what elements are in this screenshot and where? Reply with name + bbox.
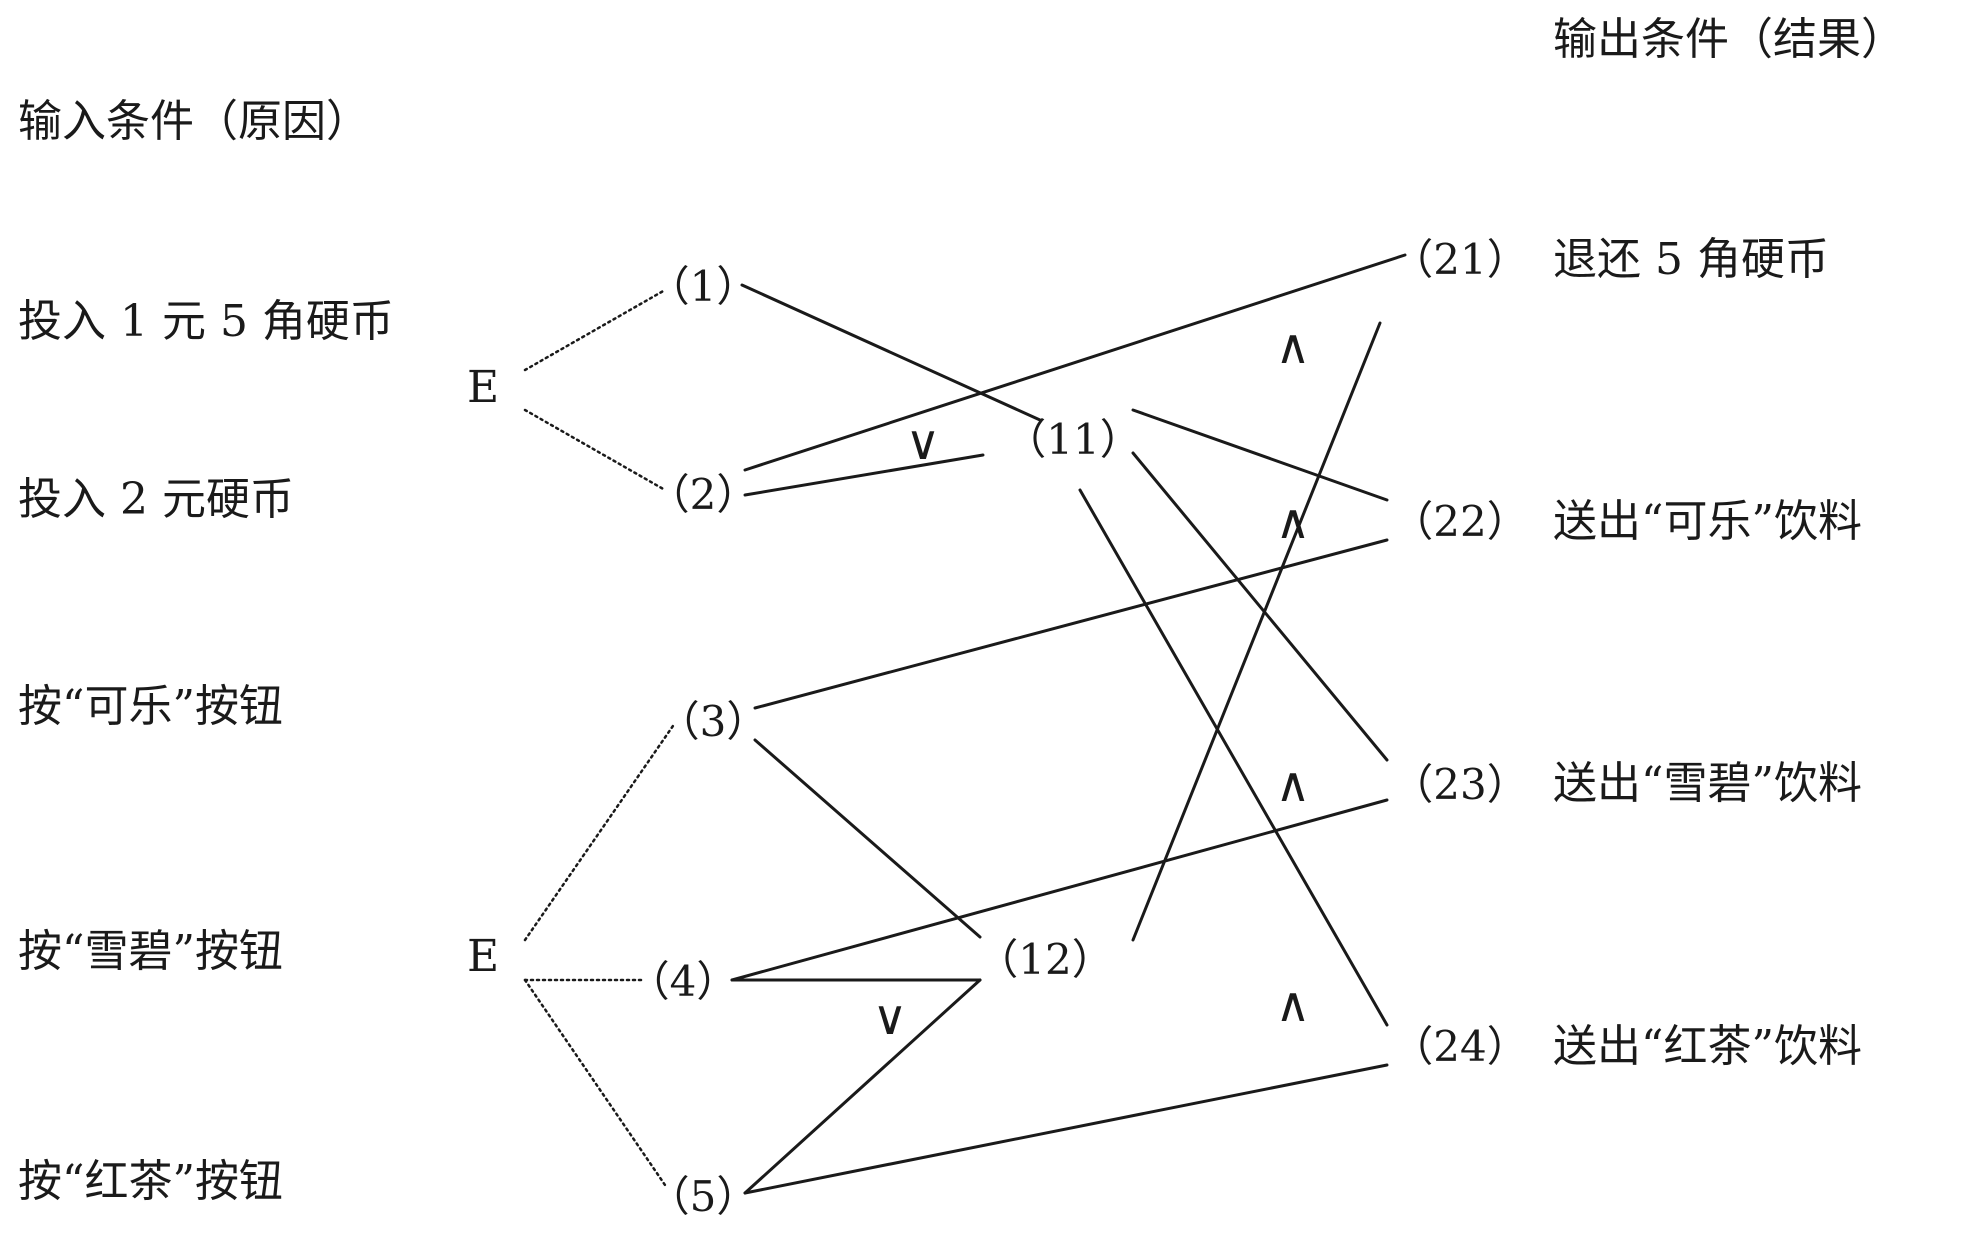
link-n5-n24 xyxy=(743,1063,1389,1195)
constraint-exclusive-2: E xyxy=(466,931,500,982)
and-operator-24: ∧ xyxy=(1275,977,1311,1033)
cause-label-2: 投入 2 元硬币 xyxy=(18,474,294,525)
link-n5-n12 xyxy=(743,978,982,1195)
node-22: （22） xyxy=(1391,497,1529,546)
and-operator-21: ∧ xyxy=(1275,319,1311,375)
link-n3-n12 xyxy=(753,738,982,939)
effect-label-23: 送出“雪碧”饮料 xyxy=(1553,758,1862,809)
link-n3-n22 xyxy=(753,538,1389,710)
link-n12-n21 xyxy=(1131,321,1382,942)
output-conditions-header: 输出条件（结果） xyxy=(1553,14,1905,65)
and-operator-23: ∧ xyxy=(1275,757,1311,813)
node-1: （1） xyxy=(647,262,759,311)
or-operator-top: ∨ xyxy=(905,415,941,471)
link-n4-n23 xyxy=(730,798,1389,982)
constraint-line-e1-n2 xyxy=(523,408,667,492)
node-12: （12） xyxy=(976,935,1114,984)
input-conditions-header: 输入条件（原因） xyxy=(18,96,370,147)
cause-label-3: 按“可乐”按钮 xyxy=(18,681,283,732)
node-23: （23） xyxy=(1391,760,1529,809)
effect-label-21: 退还 5 角硬币 xyxy=(1553,234,1829,285)
node-24: （24） xyxy=(1391,1022,1529,1071)
constraint-line-e1-n1 xyxy=(523,288,667,372)
constraint-line-e2-n5 xyxy=(523,978,667,1187)
cause-label-4: 按“雪碧”按钮 xyxy=(18,926,283,977)
link-n1-n11 xyxy=(740,283,1042,422)
cause-label-5: 按“红茶”按钮 xyxy=(18,1156,283,1207)
node-2: （2） xyxy=(647,470,759,519)
effect-label-24: 送出“红茶”饮料 xyxy=(1553,1021,1862,1072)
node-3: （3） xyxy=(657,697,769,746)
effect-label-22: 送出“可乐”饮料 xyxy=(1553,496,1862,547)
constraint-line-e2-n3 xyxy=(523,721,677,942)
node-5: （5） xyxy=(647,1172,759,1221)
or-operator-bottom: ∨ xyxy=(872,990,908,1046)
node-4: （4） xyxy=(627,957,739,1006)
node-21: （21） xyxy=(1391,235,1529,284)
cause-label-1: 投入 1 元 5 角硬币 xyxy=(18,296,394,347)
link-n11-n23 xyxy=(1131,451,1389,762)
and-operator-22: ∧ xyxy=(1275,494,1311,550)
constraint-exclusive-1: E xyxy=(466,362,500,413)
link-n2-n11 xyxy=(743,453,985,497)
link-n11-n22 xyxy=(1131,408,1389,502)
node-11: （11） xyxy=(1004,415,1142,464)
link-n2-n21 xyxy=(743,253,1407,472)
link-n11-n24 xyxy=(1078,488,1389,1027)
